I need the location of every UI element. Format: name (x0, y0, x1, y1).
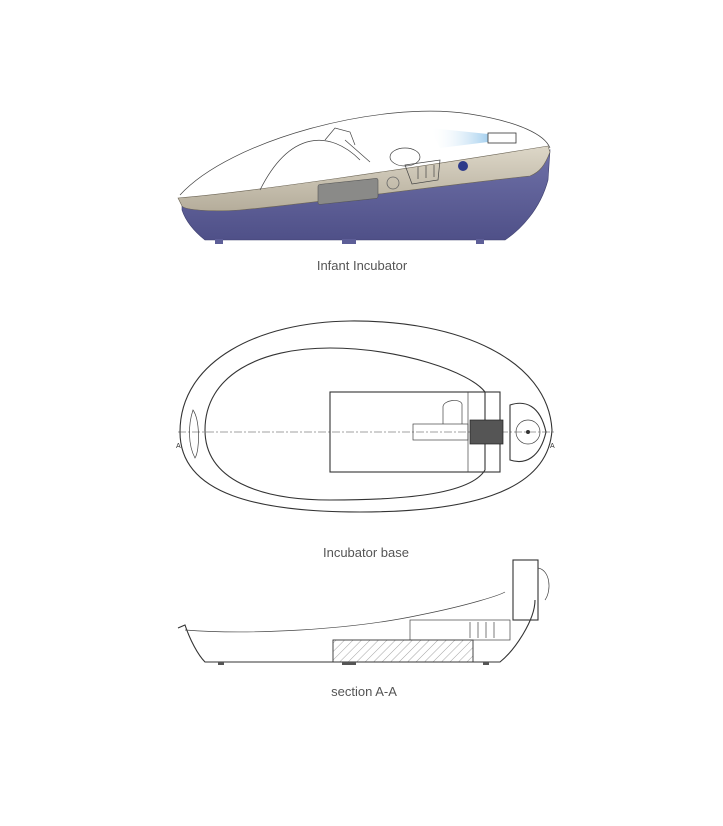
foot (476, 239, 484, 244)
section-view (177, 559, 550, 665)
infant-figure (259, 140, 361, 191)
foot (342, 662, 356, 665)
lamp-column (512, 559, 539, 621)
handle-slot (189, 409, 199, 459)
heater-tube (412, 423, 469, 441)
heat-fins (469, 622, 495, 638)
section-marker-left: A (176, 443, 181, 450)
basin-curve (184, 591, 506, 633)
side-view-incubator (177, 110, 551, 244)
foot (215, 239, 223, 244)
display-screen (317, 178, 379, 205)
vent-grille (404, 159, 441, 185)
heater-channel (409, 619, 511, 641)
section-marker-right: A (550, 443, 555, 450)
light-beam (430, 128, 488, 148)
infant-arms (324, 127, 371, 163)
foot (483, 662, 489, 665)
heat-exchanger (469, 419, 504, 445)
lamp-housing (509, 402, 547, 462)
caption-incubator-base: Incubator base (323, 545, 409, 560)
blue-button (458, 161, 468, 171)
battery-block (332, 639, 474, 663)
control-knob (386, 176, 400, 190)
inner-basin (204, 347, 486, 501)
caption-infant-incubator: Infant Incubator (317, 258, 408, 273)
plan-view-base: A A (176, 320, 555, 513)
tan-band (177, 145, 551, 212)
dome-canopy (179, 110, 551, 196)
caption-section-a-a: section A-A (331, 684, 397, 699)
lamp-unit (487, 132, 517, 144)
foot (342, 239, 356, 244)
foot (218, 662, 224, 665)
lamp-handle (537, 567, 550, 601)
outer-shell (179, 320, 553, 513)
fan-housing (442, 400, 463, 424)
lamp-disc (515, 419, 541, 445)
lamp-center (526, 430, 530, 434)
